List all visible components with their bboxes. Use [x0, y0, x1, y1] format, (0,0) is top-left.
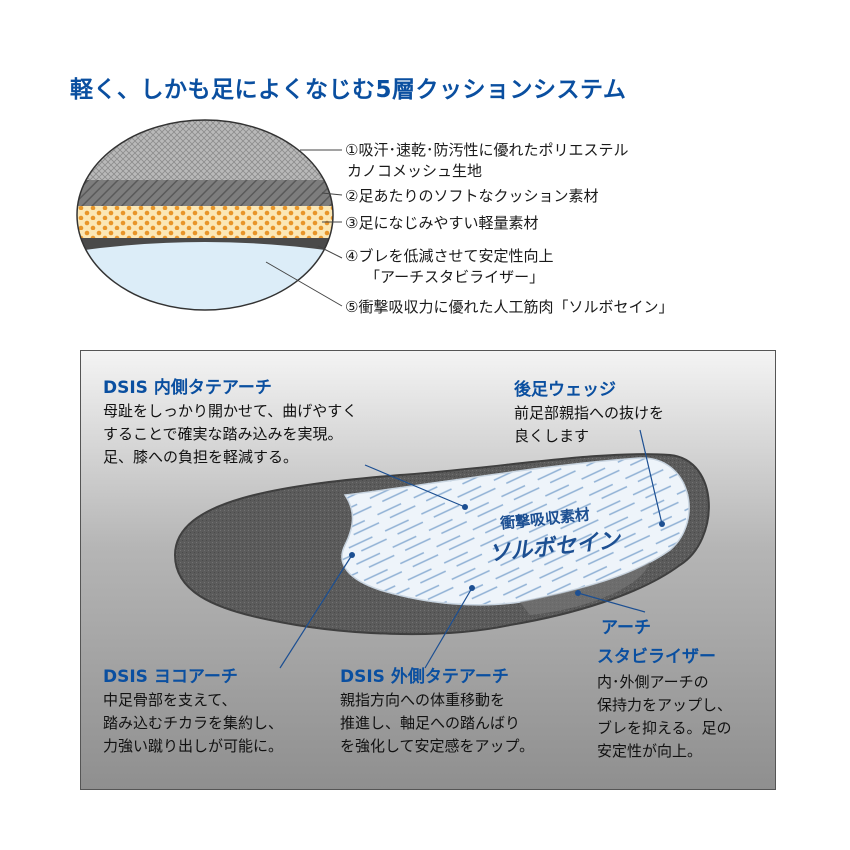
layer-label-1: ①吸汗･速乾･防汚性に優れたポリエステル カノコメッシュ生地	[345, 141, 629, 180]
annotation-arch-stabilizer-heading2: スタビライザー	[597, 647, 716, 667]
annotation-dsis-inner-heading: DSIS 内側タテアーチ	[103, 378, 272, 398]
arch-insert	[341, 457, 690, 606]
layer-cross-section	[76, 119, 343, 311]
annotation-dsis-outer: DSIS 外側タテアーチ 親指方向への体重移動を 推進し、軸足への踏んばり を強…	[340, 662, 534, 758]
layer2-cushion	[77, 180, 333, 206]
annotation-dsis-outer-heading: DSIS 外側タテアーチ	[340, 667, 509, 687]
annotation-arch-stabilizer-heading1: アーチ	[601, 618, 651, 638]
layer-label-3: ③足になじみやすい軽量素材	[345, 214, 539, 232]
annotation-rear-wedge: 後足ウェッジ 前足部親指への抜けを 良くします	[514, 375, 664, 448]
annotation-dsis-yoko-heading: DSIS ヨコアーチ	[103, 667, 238, 687]
insole-illustration	[173, 429, 710, 669]
annotation-arch-stabilizer: アーチ スタビライザー 内･外側アーチの 保持力をアップし、 ブレを抑える。足の…	[597, 613, 732, 763]
layer-label-2: ②足あたりのソフトなクッション素材	[345, 187, 599, 205]
layer-label-5: ⑤衝撃吸収力に優れた人工筋肉「ソルボセイン」	[345, 298, 674, 316]
page-title: 軽く、しかも足によくなじむ5層クッションシステム	[70, 77, 627, 103]
annotation-dsis-yoko: DSIS ヨコアーチ 中足骨部を支えて、 踏み込むチカラを集約し、 力強い蹴り出…	[103, 662, 283, 758]
layer1-mesh	[77, 120, 333, 180]
annotation-dsis-inner: DSIS 内側タテアーチ 母趾をしっかり開かせて、曲げやすく することで確実な踏…	[103, 373, 357, 469]
layer-oval-border	[76, 119, 334, 311]
layer3-lightweight	[77, 206, 333, 238]
annotation-rear-wedge-heading: 後足ウェッジ	[514, 380, 616, 400]
layer-label-4: ④ブレを低減させて安定性向上 「アーチスタビライザー」	[345, 247, 554, 286]
